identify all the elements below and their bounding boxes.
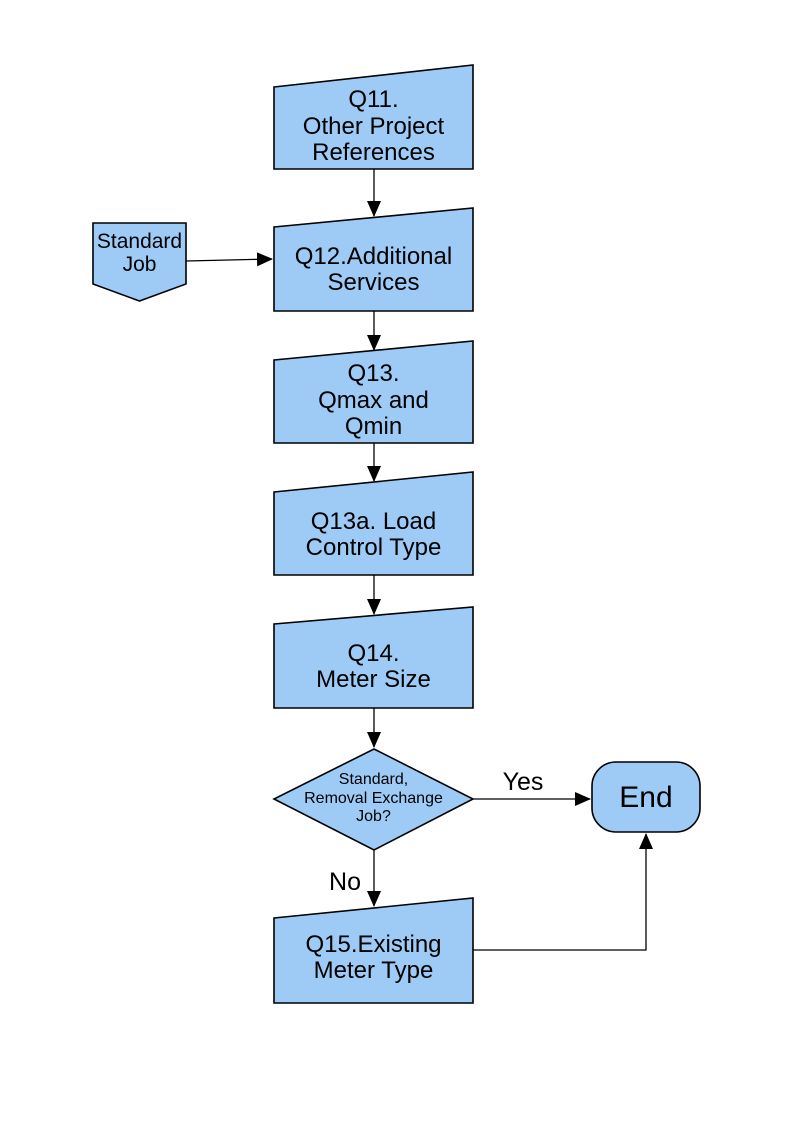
standard-job-node-label: Standard Job (96, 229, 183, 276)
end-node-label: End (619, 780, 673, 814)
decision-node-shape (272, 748, 475, 851)
standard-job-node-shape (92, 222, 187, 302)
q14-node-shape (273, 606, 474, 709)
q13a-node-shape (273, 471, 474, 576)
q13-node-label: Q13. Qmax and Qmin (318, 360, 429, 441)
q12-node-label: Q12.Additional Services (294, 242, 453, 296)
q13-node-shape (273, 340, 474, 444)
q12-node-shape (273, 207, 474, 312)
q13a-node-label: Q13a. Load Control Type (305, 507, 442, 561)
end-node-shape (591, 761, 701, 833)
q14-node-label: Q14. Meter Size (316, 639, 431, 693)
decision-node-label: Standard, Removal Exchange Job? (304, 771, 443, 826)
edge-standardjob-to-q12 (185, 252, 273, 267)
no-edge-label: No (329, 868, 361, 897)
yes-edge-label: Yes (502, 768, 544, 797)
q11-node-label: Q11. Other Project References (302, 86, 445, 167)
edge-q15-to-end (473, 833, 653, 951)
q11-node-shape (273, 64, 474, 170)
q15-node-shape (273, 897, 474, 1004)
q15-node-label: Q15.Existing Meter Type (305, 930, 442, 984)
